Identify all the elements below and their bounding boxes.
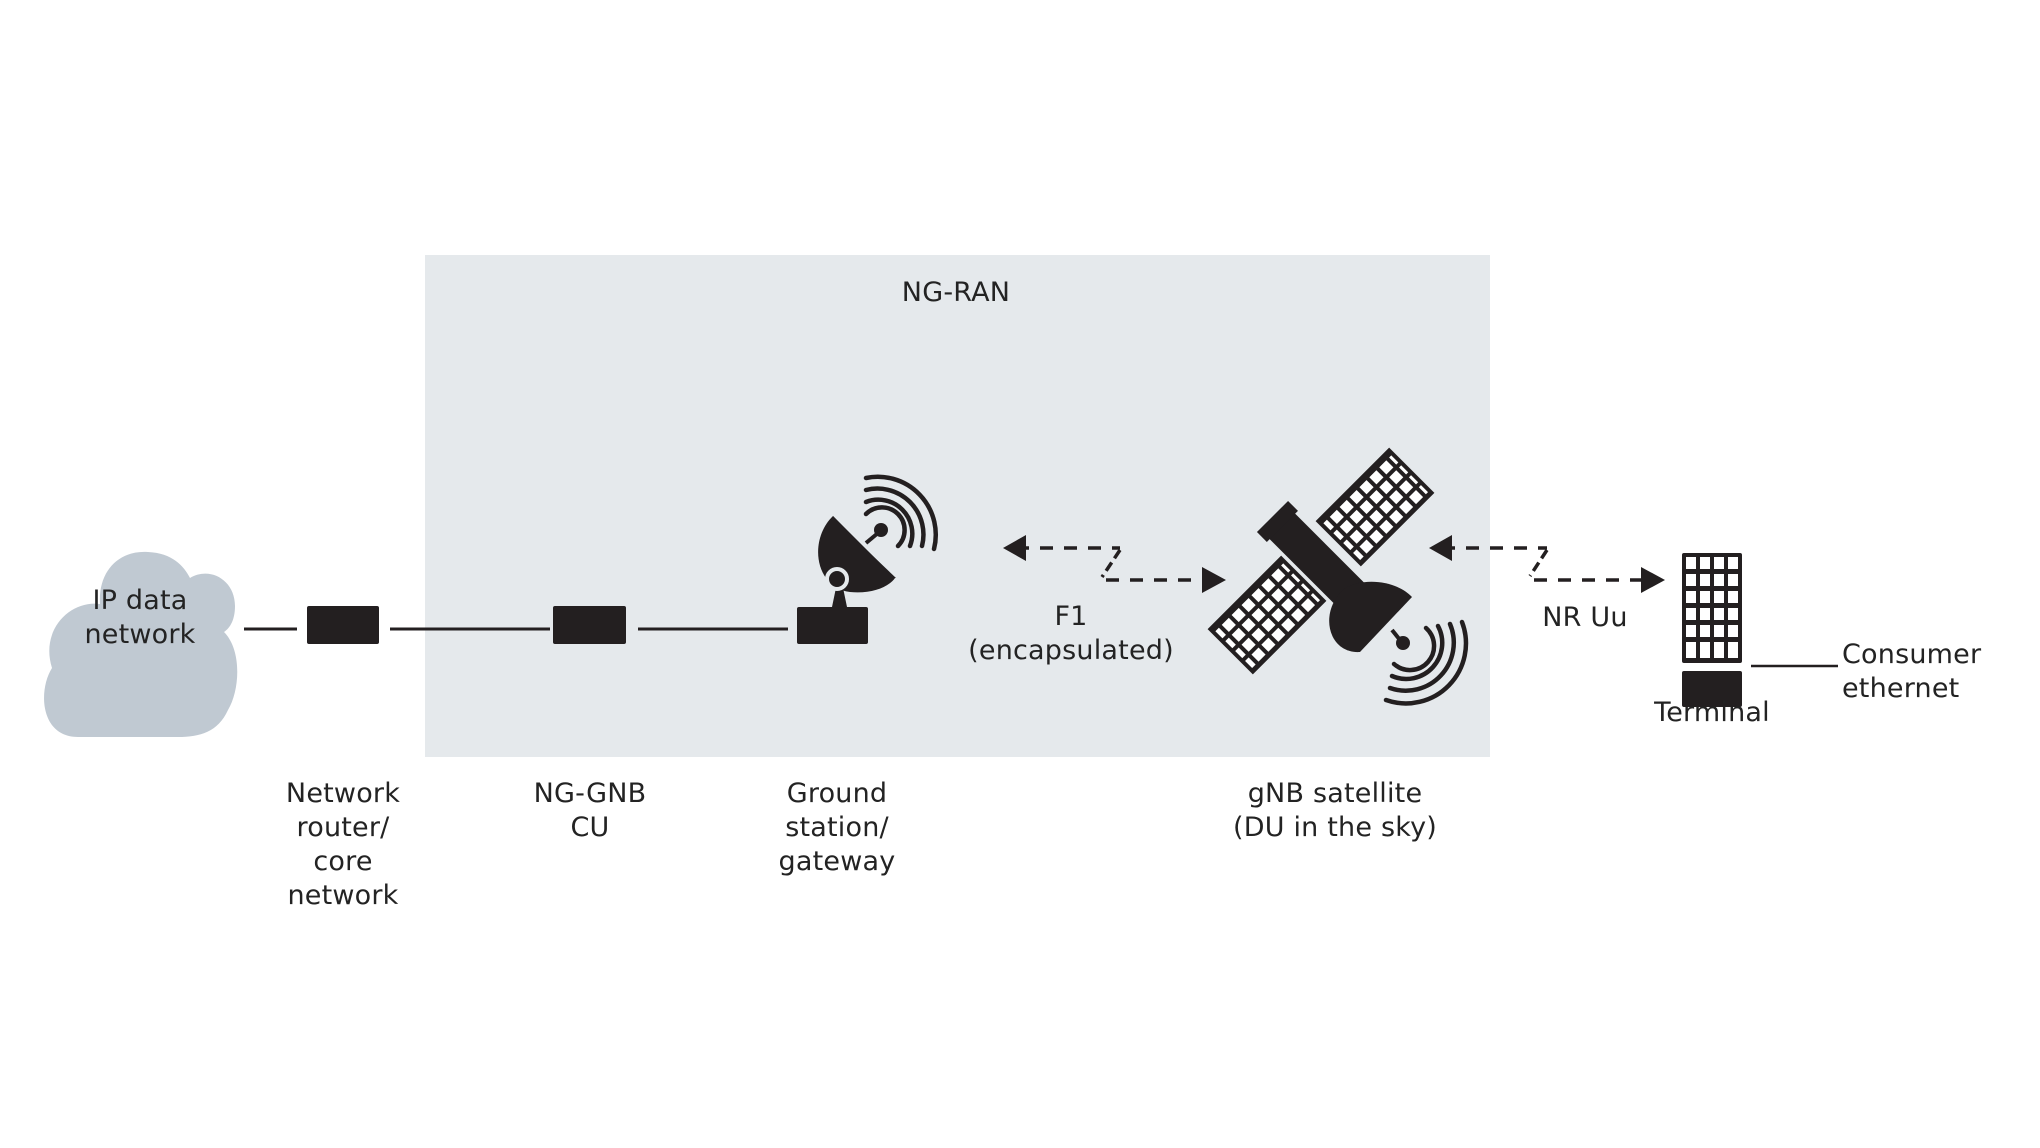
link-label-f1: F1 (encapsulated) bbox=[968, 601, 1174, 666]
satellite-icon bbox=[1207, 447, 1469, 706]
f1-arrow-left-icon bbox=[1003, 535, 1026, 561]
cloud-icon bbox=[44, 551, 238, 737]
ng-ran-region bbox=[425, 255, 1490, 757]
ng-ran-title: NG-RAN bbox=[901, 277, 1011, 308]
f1-arrow-right-icon bbox=[1202, 567, 1226, 593]
nr-uu-arrow-right-icon bbox=[1641, 567, 1665, 593]
node-label-ng-gnb-cu: NG-GNB CU bbox=[533, 778, 647, 843]
satellite-dish-icon bbox=[797, 474, 938, 644]
node-label-network-router: Network router/ core network bbox=[285, 778, 401, 911]
f1-wireless-link bbox=[1016, 546, 1210, 582]
node-label-consumer-ethernet: Consumer ethernet bbox=[1842, 639, 1982, 704]
node-label-gnb-satellite: gNB satellite (DU in the sky) bbox=[1232, 778, 1437, 843]
node-label-terminal: Terminal bbox=[1654, 697, 1770, 728]
nr-uu-wireless-link bbox=[1442, 546, 1650, 582]
link-label-nr-uu: NR Uu bbox=[1542, 602, 1628, 633]
router-device-icon bbox=[307, 606, 379, 644]
cu-device-icon bbox=[553, 606, 626, 644]
node-label-ground-station: Ground station/ gateway bbox=[778, 778, 896, 877]
nr-uu-arrow-left-icon bbox=[1429, 535, 1452, 561]
node-label-ip-data-network: IP data network bbox=[84, 585, 196, 650]
terminal-icon bbox=[1682, 553, 1742, 707]
